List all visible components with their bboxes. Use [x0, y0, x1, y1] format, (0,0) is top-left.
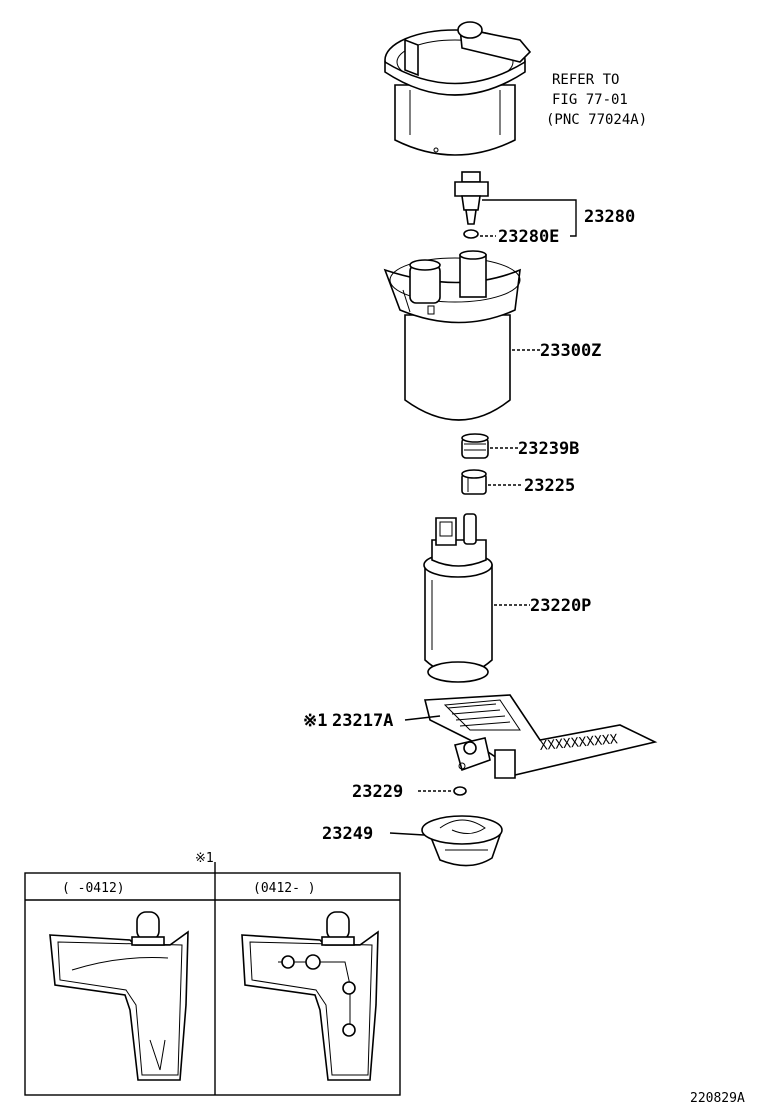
refer-note-line-3: (PNC 77024A) [546, 112, 647, 128]
part-label-23220P: 23220P [530, 596, 591, 616]
fuel-pump-illustration [423, 513, 493, 683]
refer-note-line-1: REFER TO [552, 72, 619, 88]
gauge-variant-new-illustration [241, 911, 379, 1081]
variant-col-1-header: ( -0412) [62, 881, 125, 896]
part-label-23229: 23229 [352, 782, 403, 802]
pump-housing-illustration [383, 250, 521, 421]
pump-filter-illustration [421, 815, 503, 867]
gauge-marking: XXXXXXXXXX [539, 732, 618, 754]
variant-marker: ※1 [195, 851, 214, 866]
refer-note-line-2: FIG 77-01 [552, 92, 628, 108]
leader-23280 [482, 199, 577, 237]
part-label-23300Z: 23300Z [540, 341, 601, 361]
variant-table [24, 862, 401, 1096]
gauge-variant-old-illustration [49, 911, 189, 1081]
fuel-filter-illustration [384, 21, 532, 156]
variant-col-2-header: (0412- ) [253, 881, 316, 896]
part-label-23239B: 23239B [518, 439, 579, 459]
leader-23217A [404, 715, 441, 721]
part-label-23249: 23249 [322, 824, 373, 844]
part-label-23280E: 23280E [498, 227, 559, 247]
part-label-23280: 23280 [584, 207, 635, 227]
cushion-illustration [461, 469, 487, 495]
part-label-23217A: 23217A [332, 711, 393, 731]
fuel-gauge-illustration [423, 694, 658, 779]
illustration-id: 220829A [690, 1091, 745, 1106]
valve-illustration [454, 171, 489, 239]
grommet-illustration [461, 433, 489, 459]
part-label-23217A-mark: ※1 [303, 711, 327, 731]
leader-23249 [389, 832, 425, 836]
part-label-23225: 23225 [524, 476, 575, 496]
clip-illustration [453, 786, 467, 796]
